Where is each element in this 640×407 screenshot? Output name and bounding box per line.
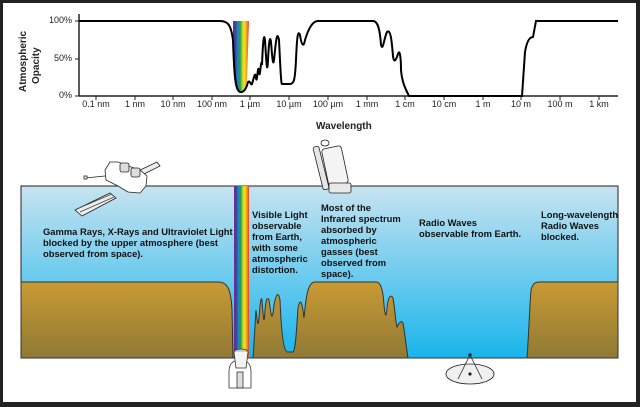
x-tick-label: 10 cm: [431, 99, 457, 109]
opacity-chart: [75, 14, 618, 100]
x-tick-label: 10 nm: [160, 99, 186, 109]
x-tick-label: 1 cm: [395, 99, 415, 109]
y-axis-label-line2: Opacity: [31, 47, 42, 84]
long-wave-radio-note: Long-wavelength Radio Waves blocked.: [541, 209, 619, 242]
visible-light-beam: [234, 186, 249, 358]
radio-waves-note: Radio Waves observable from Earth.: [419, 217, 522, 239]
x-tick-label: 10 µm: [276, 99, 302, 109]
x-tick-label: 1 mm: [355, 99, 379, 109]
opacity-curve: [79, 20, 618, 97]
space-telescope-icon: [312, 139, 352, 194]
ground-telescope-icon: [228, 348, 252, 389]
x-tick-label: 100 m: [547, 99, 573, 109]
y-tick-50: 50%: [53, 53, 72, 63]
visible-light-note: Visible Light observable from Earth, wit…: [252, 209, 308, 275]
x-tick-label: 10 m: [510, 99, 532, 109]
gamma-xray-uv-note: Gamma Rays, X-Rays and Ultraviolet Light…: [43, 226, 233, 259]
x-axis-title: Wavelength: [316, 121, 372, 132]
x-tick-label: 1 m: [475, 99, 491, 109]
infrared-note: Most of the Infrared spectrum absorbed b…: [321, 202, 401, 279]
y-tick-100: 100%: [48, 15, 72, 25]
x-tick-label: 1 nm: [124, 99, 146, 109]
x-tick-label: 100 µm: [312, 99, 344, 109]
axis-ticks: [75, 20, 600, 100]
x-tick-label: 0.1 nm: [82, 99, 110, 109]
y-tick-0: 0%: [58, 90, 72, 100]
atmosphere-terrain: [20, 281, 619, 359]
satellite-icon: [74, 161, 161, 217]
visible-spectrum-band: [233, 21, 249, 92]
y-axis-label-line1: Atmospheric: [18, 30, 29, 92]
x-tick-label: 100 nm: [196, 99, 228, 109]
x-tick-label: 1 µm: [239, 99, 261, 109]
x-tick-label: 1 km: [589, 99, 609, 109]
radio-dish-icon: [445, 353, 495, 385]
